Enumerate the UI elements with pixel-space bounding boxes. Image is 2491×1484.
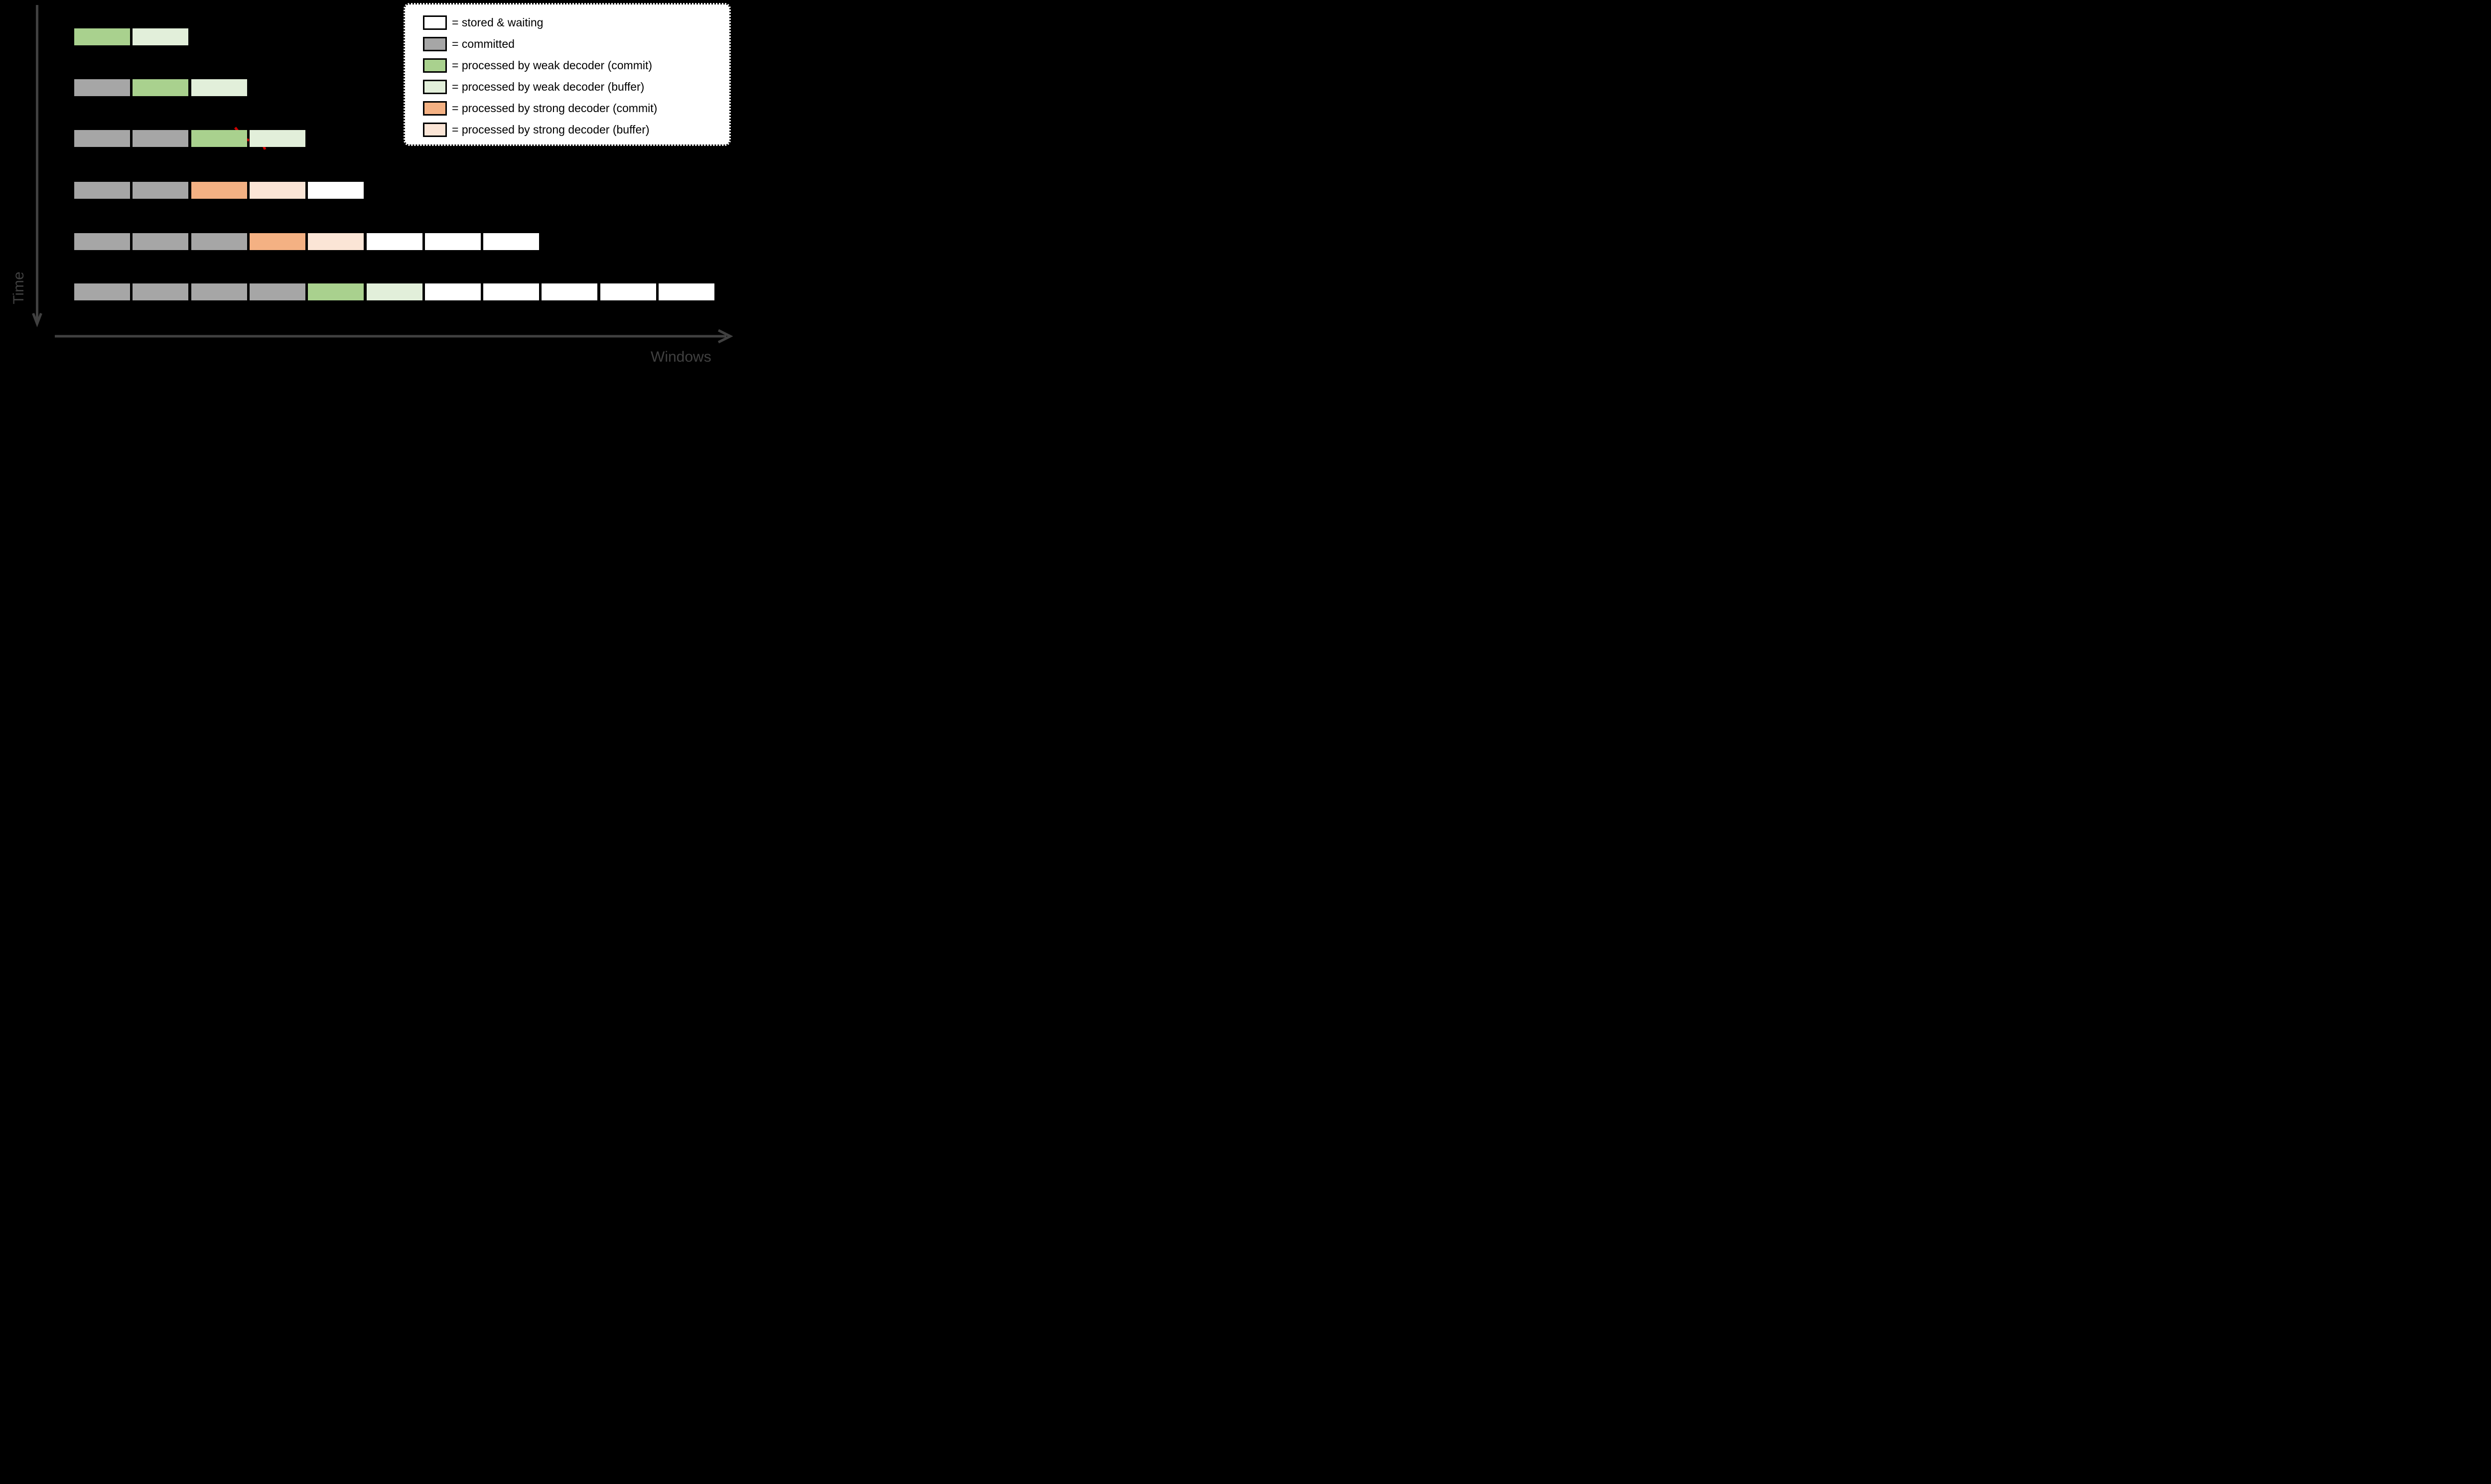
committed-swatch — [423, 37, 447, 51]
time-axis-label: Time — [10, 271, 27, 304]
legend-item-label: = processed by strong decoder (commit) — [452, 102, 658, 115]
window-cell — [133, 28, 189, 45]
legend-item-stored-waiting: = stored & waiting — [405, 12, 729, 33]
window-cell — [133, 283, 189, 300]
window-cell — [74, 233, 130, 250]
weak-buffer-swatch — [423, 80, 447, 94]
legend-item-strong-commit: = processed by strong decoder (commit) — [405, 98, 729, 119]
window-cell — [308, 283, 364, 300]
legend-item-strong-buffer: = processed by strong decoder (buffer) — [405, 119, 729, 140]
legend-item-label: = processed by strong decoder (buffer) — [452, 123, 650, 136]
window-cell — [191, 130, 247, 147]
window-cell — [74, 28, 130, 45]
legend-item-label: = stored & waiting — [452, 16, 544, 29]
window-cell — [74, 79, 130, 96]
legend-item-label: = processed by weak decoder (commit) — [452, 59, 653, 72]
window-cell — [542, 283, 598, 300]
window-cell — [133, 79, 189, 96]
windows-axis-label: Windows — [651, 349, 711, 365]
window-cell — [249, 182, 305, 199]
window-cell — [74, 182, 130, 199]
window-cell — [600, 283, 656, 300]
window-cell — [249, 130, 305, 147]
legend-item-label: = committed — [452, 37, 515, 50]
time-axis-arrow — [32, 5, 42, 328]
window-cell — [366, 283, 422, 300]
legend-item-weak-buffer: = processed by weak decoder (buffer) — [405, 76, 729, 98]
window-cell — [249, 233, 305, 250]
window-cell — [191, 182, 247, 199]
stored-waiting-swatch — [423, 15, 447, 30]
legend-item-weak-commit: = processed by weak decoder (commit) — [405, 55, 729, 76]
window-cell — [133, 130, 189, 147]
window-cell — [74, 130, 130, 147]
strong-commit-swatch — [423, 101, 447, 116]
window-cell — [249, 283, 305, 300]
strong-buffer-swatch — [423, 123, 447, 137]
window-cell — [191, 283, 247, 300]
windows-axis-arrow — [55, 329, 733, 344]
window-cell — [191, 233, 247, 250]
window-cell — [483, 283, 540, 300]
timeline-diagram: Time Windows = stored & waiting = commit… — [0, 0, 738, 371]
window-cell — [133, 233, 189, 250]
window-cell — [366, 233, 422, 250]
window-cell — [424, 283, 481, 300]
window-cell — [308, 182, 364, 199]
window-cell — [133, 182, 189, 199]
legend-item-label: = processed by weak decoder (buffer) — [452, 80, 645, 93]
window-cell — [74, 283, 130, 300]
window-cell — [308, 233, 364, 250]
legend-item-committed: = committed — [405, 33, 729, 55]
window-cell — [191, 79, 247, 96]
legend: = stored & waiting = committed = process… — [404, 3, 731, 146]
weak-commit-swatch — [423, 58, 447, 73]
window-cell — [483, 233, 540, 250]
window-cell — [424, 233, 481, 250]
window-cell — [659, 283, 714, 300]
